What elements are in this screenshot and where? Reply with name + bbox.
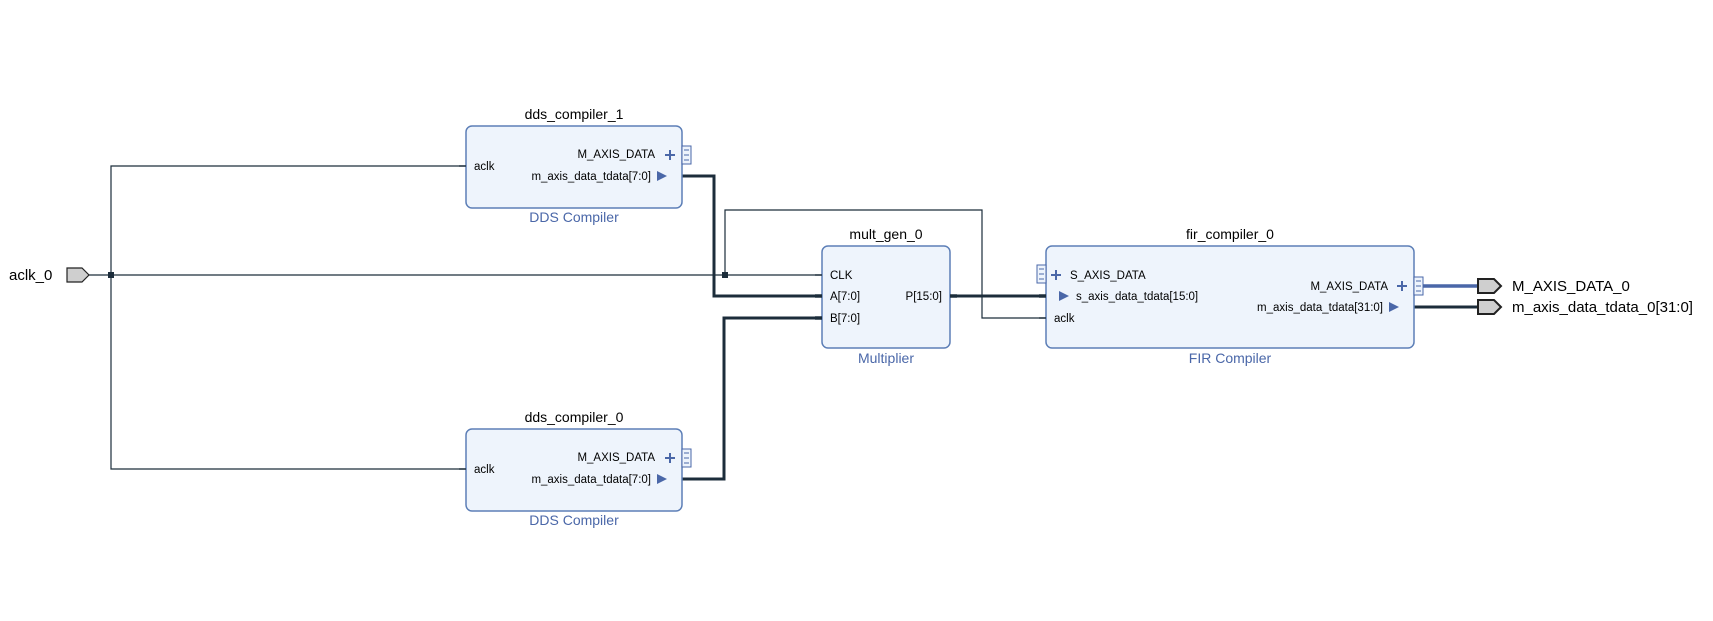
interface-bus-icon	[681, 145, 692, 165]
external-output-port-tdata[interactable]: m_axis_data_tdata_0[31:0]	[1477, 299, 1693, 316]
external-input-port-aclk[interactable]: aclk_0	[9, 267, 90, 284]
pin-m-axis-data-tdata[interactable]: m_axis_data_tdata[31:0]	[1257, 302, 1383, 314]
block-type-label: FIR Compiler	[1189, 350, 1272, 366]
pin-m-axis-data-tdata[interactable]: m_axis_data_tdata[7:0]	[531, 171, 651, 183]
port-label-axis-out: M_AXIS_DATA_0	[1512, 278, 1630, 295]
pin-a[interactable]: A[7:0]	[830, 291, 860, 303]
interface-plus-icon[interactable]	[665, 150, 675, 160]
block-type-label: DDS Compiler	[529, 512, 619, 528]
block-type-label: DDS Compiler	[529, 209, 619, 225]
pin-b[interactable]: B[7:0]	[830, 313, 860, 325]
interface-plus-icon[interactable]	[1397, 281, 1407, 291]
output-port-icon	[1477, 299, 1503, 315]
block-type-label: Multiplier	[858, 350, 914, 366]
block-dds-compiler-0[interactable]: dds_compiler_0 aclk M_AXIS_DATA m_axis_d…	[459, 409, 692, 528]
net-dds0-tdata-to-mult-b[interactable]	[682, 316, 822, 481]
interface-bus-icon	[1413, 276, 1424, 296]
interface-plus-icon[interactable]	[665, 453, 675, 463]
block-instance-name: fir_compiler_0	[1186, 226, 1274, 242]
net-dds1-tdata-to-mult-a[interactable]	[682, 174, 822, 298]
pin-aclk[interactable]: aclk	[474, 464, 495, 476]
pin-arrow-icon	[657, 171, 667, 181]
external-output-port-axis[interactable]: M_AXIS_DATA_0	[1477, 278, 1630, 295]
port-label-tdata-out: m_axis_data_tdata_0[31:0]	[1512, 299, 1693, 316]
pin-arrow-icon	[1389, 302, 1399, 312]
pin-p[interactable]: P[15:0]	[906, 291, 942, 303]
pin-clk[interactable]: CLK	[830, 270, 853, 282]
block-multiplier[interactable]: mult_gen_0 CLK A[7:0] B[7:0] P[15:0] Mul…	[815, 226, 957, 366]
interface-bus-icon	[1036, 264, 1047, 284]
pin-arrow-icon	[1059, 291, 1069, 301]
net-junction	[108, 272, 114, 278]
pin-s-axis-data-tdata[interactable]: s_axis_data_tdata[15:0]	[1076, 291, 1198, 303]
pin-aclk[interactable]: aclk	[1054, 313, 1075, 325]
pin-arrow-icon	[657, 474, 667, 484]
port-label-aclk: aclk_0	[9, 267, 52, 284]
interface-bus-icon	[681, 448, 692, 468]
block-dds-compiler-1[interactable]: dds_compiler_1 aclk M_AXIS_DATA m_axis_d…	[459, 106, 692, 225]
pin-aclk[interactable]: aclk	[474, 161, 495, 173]
pin-s-axis-data[interactable]: S_AXIS_DATA	[1070, 270, 1146, 282]
block-instance-name: dds_compiler_1	[525, 106, 624, 122]
nets	[84, 165, 1478, 481]
block-fir-compiler[interactable]: fir_compiler_0 S_AXIS_DATA s_axis_data_t…	[1036, 226, 1424, 366]
block-body[interactable]	[465, 428, 683, 512]
net-junction	[722, 272, 728, 278]
block-instance-name: dds_compiler_0	[525, 409, 624, 425]
output-port-icon	[1477, 278, 1503, 294]
interface-plus-icon[interactable]	[1051, 270, 1061, 280]
pin-m-axis-data[interactable]: M_AXIS_DATA	[577, 149, 655, 161]
pin-m-axis-data[interactable]: M_AXIS_DATA	[577, 452, 655, 464]
pin-m-axis-data-tdata[interactable]: m_axis_data_tdata[7:0]	[531, 474, 651, 486]
block-instance-name: mult_gen_0	[849, 226, 922, 242]
pin-m-axis-data[interactable]: M_AXIS_DATA	[1310, 281, 1388, 293]
net-aclk[interactable]	[84, 165, 1046, 470]
input-port-icon	[66, 267, 90, 283]
block-body[interactable]	[465, 125, 683, 209]
